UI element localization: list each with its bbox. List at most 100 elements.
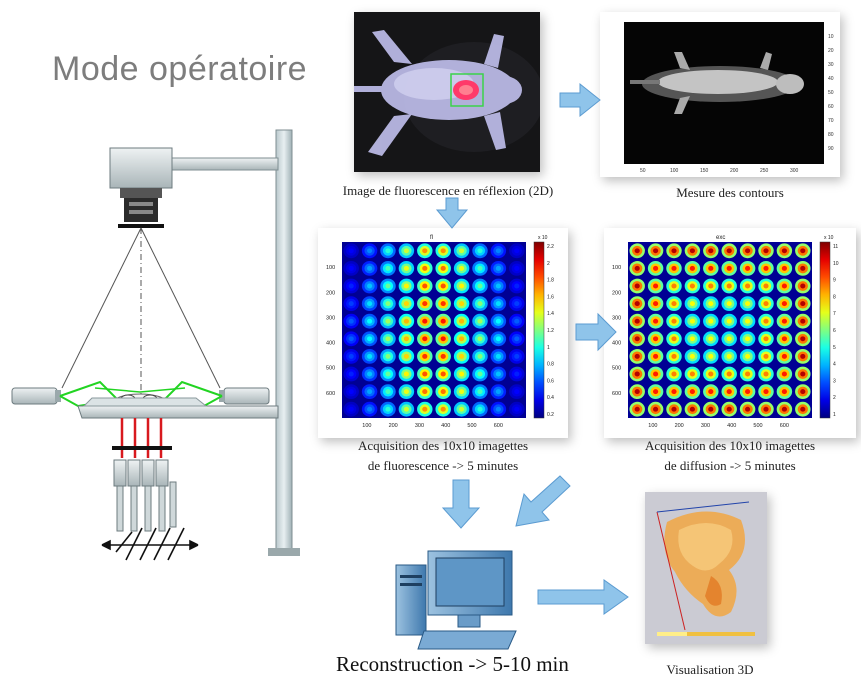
heatmap-spot-peak	[800, 318, 806, 324]
heatmap-spot-peak	[708, 248, 714, 254]
reflection-caption: Image de fluorescence en réflexion (2D)	[342, 183, 554, 198]
heatmap-spot-peak	[422, 371, 428, 377]
heatmap-spot-peak	[403, 318, 409, 324]
heatmap-spot-peak	[763, 336, 769, 342]
svg-text:70: 70	[828, 118, 834, 124]
heatmap-spot-peak	[477, 318, 483, 324]
heatmap-spot-peak	[689, 301, 695, 307]
y-tick-label: 300	[326, 315, 335, 321]
arrow-to-visualisation	[537, 579, 629, 615]
heatmap-spot-peak	[800, 248, 806, 254]
heatmap-spot-peak	[781, 336, 787, 342]
heatmap-spot-peak	[403, 301, 409, 307]
reconstruction-caption: Reconstruction -> 5-10 min	[336, 652, 569, 676]
heatmap-spot-peak	[459, 336, 465, 342]
heatmap-spot-peak	[495, 301, 501, 307]
colorbar-tick-label: 7	[833, 311, 836, 317]
heatmap-spot-peak	[367, 336, 373, 342]
heatmap-spot-peak	[671, 353, 677, 359]
arrow-to-acquisition	[435, 197, 469, 229]
heatmap-spot-peak	[440, 371, 446, 377]
heatmap-spot-peak	[763, 248, 769, 254]
colorbar-tick-label: 0.4	[547, 395, 554, 401]
heatmap-spot-peak	[403, 265, 409, 271]
heatmap-spot-peak	[385, 248, 391, 254]
heatmap-spot-peak	[781, 283, 787, 289]
arrow-diff-to-computer	[515, 475, 571, 527]
x-tick-label: 400	[727, 423, 736, 429]
x-tick-label: 300	[701, 423, 710, 429]
heatmap-spot-peak	[495, 318, 501, 324]
colorbar-tick-label: 0.2	[547, 412, 554, 418]
camera-arm	[171, 157, 279, 171]
svg-text:40: 40	[828, 76, 834, 82]
heatmap-spot-peak	[514, 265, 520, 271]
heatmap-spot-peak	[671, 371, 677, 377]
colorbar-tick-label: 2	[833, 395, 836, 401]
colorbar-tick-label: 1.4	[547, 311, 554, 317]
heatmap-spot-peak	[422, 336, 428, 342]
heatmap-spot-peak	[477, 301, 483, 307]
heatmap-spot-peak	[800, 265, 806, 271]
heatmap-spot-peak	[440, 248, 446, 254]
heatmap-spot-peak	[671, 301, 677, 307]
heatmap-spot-peak	[385, 265, 391, 271]
y-tick-label: 200	[326, 290, 335, 296]
heatmap-spot-peak	[634, 318, 640, 324]
heatmap-spot-peak	[745, 265, 751, 271]
heatmap-spot-peak	[477, 371, 483, 377]
heatmap-spot-peak	[653, 389, 659, 395]
diff-caption-line1: Acquisition des 10x10 imagettes	[644, 438, 816, 453]
heatmap-spot-peak	[763, 406, 769, 412]
colorbar-tick-label: 1.6	[547, 294, 554, 300]
heatmap-spot-peak	[514, 283, 520, 289]
heatmap-spot-peak	[689, 353, 695, 359]
heatmap-spot-peak	[708, 353, 714, 359]
heatmap-spot-peak	[459, 371, 465, 377]
heatmap-spot-peak	[495, 248, 501, 254]
heatmap-spot-peak	[348, 406, 354, 412]
heatmap-spot-peak	[422, 353, 428, 359]
heatmap-spot-peak	[763, 283, 769, 289]
heatmap-spot-peak	[726, 318, 732, 324]
heatmap-spot-peak	[634, 336, 640, 342]
svg-text:60: 60	[828, 104, 834, 110]
heatmap-spot-peak	[671, 318, 677, 324]
heatmap-spot-peak	[403, 371, 409, 377]
heatmap-spot-peak	[781, 301, 787, 307]
x-tick-label: 500	[467, 423, 476, 429]
colorbar-tick-label: 6	[833, 328, 836, 334]
heatmap-spot-peak	[726, 389, 732, 395]
heatmap-spot-peak	[634, 406, 640, 412]
heatmap-spot-peak	[348, 318, 354, 324]
heatmap-spot-peak	[671, 248, 677, 254]
colorbar-tick-label: 2.2	[547, 244, 554, 250]
heatmap-spot-peak	[459, 265, 465, 271]
heatmap-spot-peak	[422, 301, 428, 307]
x-tick-label: 300	[415, 423, 424, 429]
heatmap-spot-peak	[653, 336, 659, 342]
heatmap-spot-peak	[634, 301, 640, 307]
heatmap-spot-peak	[689, 283, 695, 289]
heatmap-spot-peak	[781, 318, 787, 324]
page-title: Mode opératoire	[52, 50, 308, 88]
heatmap-spot-peak	[367, 318, 373, 324]
heatmap-spot-peak	[422, 248, 428, 254]
arrow-fluo-to-computer	[441, 479, 481, 529]
x-tick-label: 100	[648, 423, 657, 429]
colorbar-tick-label: 11	[833, 244, 838, 250]
colorbar-exponent: x 10	[538, 235, 548, 241]
heatmap-spot-peak	[385, 371, 391, 377]
colorbar-tick-label: 2	[547, 261, 550, 267]
heatmap-spot-peak	[348, 389, 354, 395]
heatmap-spot-peak	[708, 265, 714, 271]
heatmap-spot-peak	[422, 318, 428, 324]
heatmap-spot-peak	[514, 318, 520, 324]
x-tick-label: 600	[780, 423, 789, 429]
heatmap-spot-peak	[634, 265, 640, 271]
svg-text:90: 90	[828, 146, 834, 152]
heatmap-spot-peak	[671, 336, 677, 342]
heatmap-spot-peak	[653, 283, 659, 289]
heatmap-spot-peak	[634, 389, 640, 395]
